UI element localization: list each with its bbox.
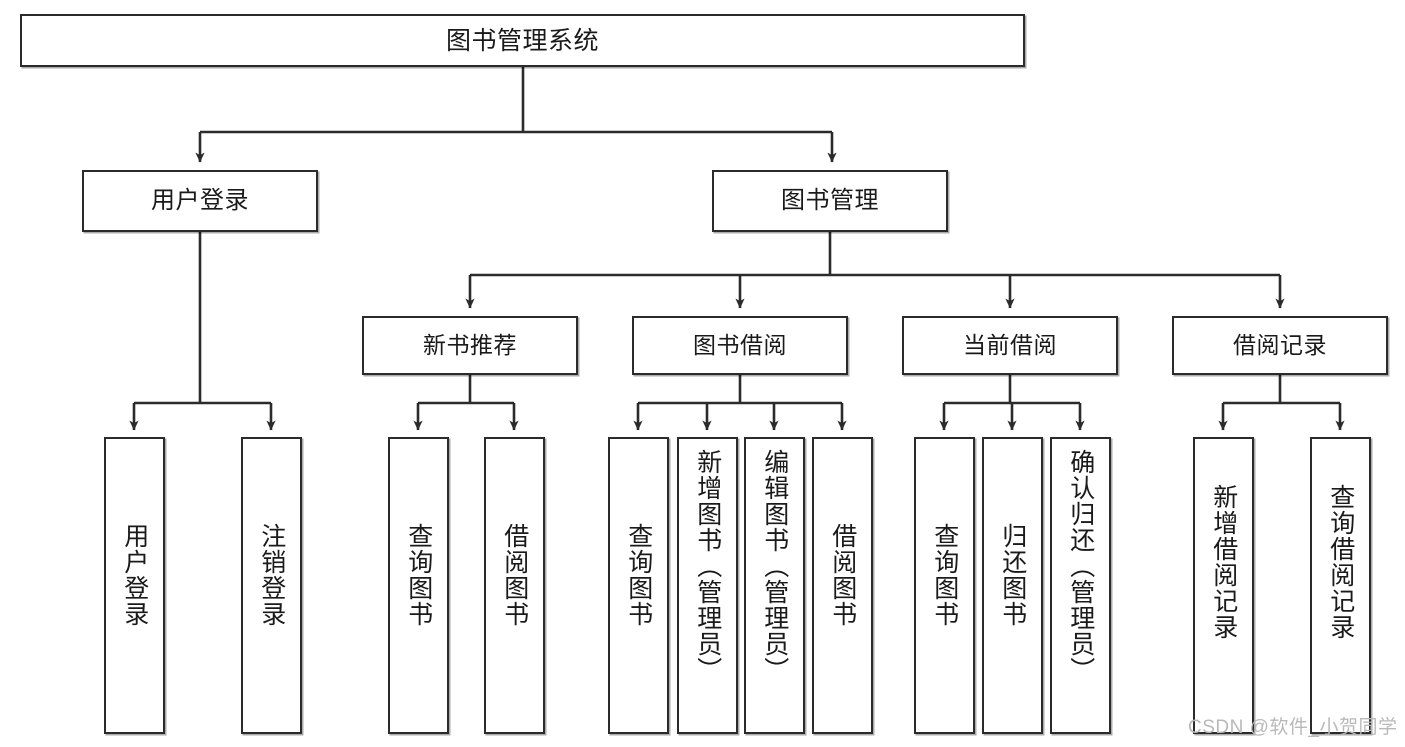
leaf-user-login[interactable]: 用户登录: [104, 437, 165, 734]
node-borrow-record-label: 借阅记录: [1233, 331, 1327, 358]
node-current-borrow[interactable]: 当前借阅: [902, 316, 1118, 375]
leaf-current-return-book-label: 归还图书: [998, 523, 1027, 627]
node-book-borrow-label: 图书借阅: [693, 331, 787, 358]
leaf-current-query-book[interactable]: 查询图书: [914, 437, 975, 734]
leaf-current-return-book[interactable]: 归还图书: [982, 437, 1043, 734]
leaf-recommend-query-book[interactable]: 查询图书: [388, 437, 449, 734]
node-root[interactable]: 图书管理系统: [20, 14, 1025, 67]
node-new-book-recommend[interactable]: 新书推荐: [362, 316, 578, 375]
leaf-recommend-borrow-book[interactable]: 借阅图书: [484, 437, 545, 734]
node-current-borrow-label: 当前借阅: [963, 331, 1057, 358]
leaf-user-login-label: 用户登录: [120, 523, 149, 627]
leaf-current-confirm-return[interactable]: 确认归还（管理员）: [1050, 437, 1111, 734]
leaf-recommend-borrow-book-label: 借阅图书: [500, 523, 529, 627]
node-borrow-record[interactable]: 借阅记录: [1172, 316, 1388, 375]
node-user-login[interactable]: 用户登录: [82, 170, 318, 232]
leaf-borrow-query-book-label: 查询图书: [624, 523, 653, 627]
leaf-current-confirm-return-label: 确认归还（管理员）: [1066, 449, 1095, 683]
leaf-user-logout[interactable]: 注销登录: [241, 437, 302, 734]
leaf-record-add[interactable]: 新增借阅记录: [1193, 437, 1254, 734]
leaf-record-query-label: 查询借阅记录: [1326, 484, 1355, 640]
leaf-borrow-edit-book[interactable]: 编辑图书（管理员）: [744, 437, 805, 734]
node-book-management-label: 图书管理: [781, 186, 879, 214]
leaf-record-add-label: 新增借阅记录: [1209, 484, 1238, 640]
node-book-borrow[interactable]: 图书借阅: [632, 316, 848, 375]
leaf-borrow-add-book[interactable]: 新增图书（管理员）: [677, 437, 738, 734]
node-book-management[interactable]: 图书管理: [712, 170, 948, 232]
leaf-borrow-query-book[interactable]: 查询图书: [608, 437, 669, 734]
leaf-record-query[interactable]: 查询借阅记录: [1310, 437, 1371, 734]
node-root-label: 图书管理系统: [445, 26, 599, 55]
leaf-current-query-book-label: 查询图书: [930, 523, 959, 627]
leaf-user-logout-label: 注销登录: [257, 523, 286, 627]
leaf-borrow-add-book-label: 新增图书（管理员）: [693, 449, 722, 683]
leaf-recommend-query-book-label: 查询图书: [404, 523, 433, 627]
leaf-borrow-edit-book-label: 编辑图书（管理员）: [760, 449, 789, 683]
leaf-borrow-borrow-book-label: 借阅图书: [828, 523, 857, 627]
leaf-borrow-borrow-book[interactable]: 借阅图书: [812, 437, 873, 734]
node-user-login-label: 用户登录: [151, 186, 249, 214]
node-new-book-recommend-label: 新书推荐: [423, 331, 517, 358]
